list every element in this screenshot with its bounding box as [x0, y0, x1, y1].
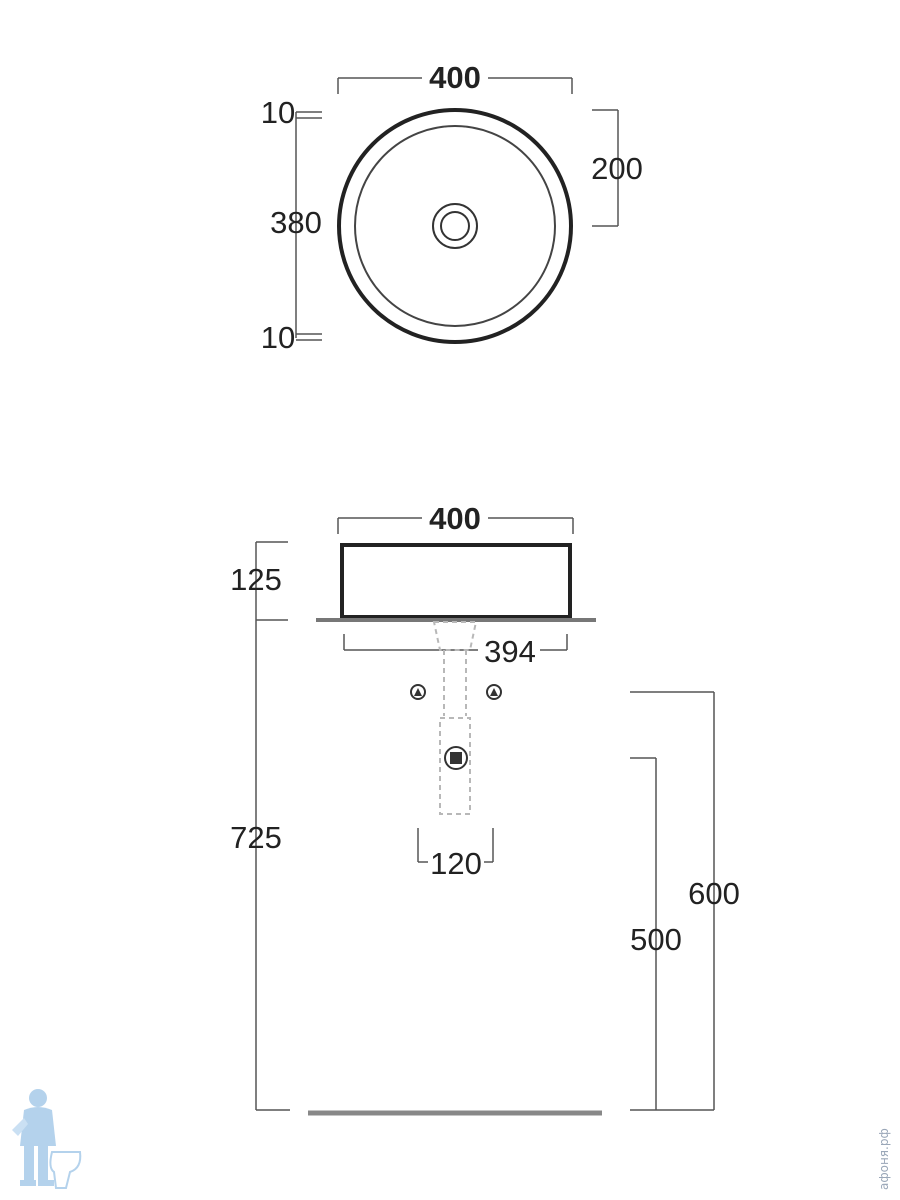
inner-diameter-label: 380 [270, 205, 322, 240]
waste-spacing-dimension-line [417, 828, 494, 863]
top-width-dimension-line [337, 77, 573, 94]
right-valve-icon [486, 684, 502, 700]
waste-pipe [432, 621, 478, 815]
basin-height-dimension-line [255, 541, 288, 621]
overall-height-label: 725 [230, 820, 282, 855]
outlet-height-upper-label: 600 [688, 876, 740, 911]
drain-outer [432, 203, 478, 249]
front-width-dimension-line [337, 517, 574, 534]
front-view: 400 125 394 [230, 501, 740, 1116]
outlet-height-lower-dimension-line [630, 757, 657, 1110]
outlet-height-lower-label: 500 [630, 922, 682, 957]
basin-body [340, 543, 572, 619]
base-width-label: 394 [484, 634, 536, 669]
outlet-height-upper-dimension-line [630, 691, 715, 1111]
rim-bottom-label: 10 [261, 320, 295, 355]
rim-top-label: 10 [261, 95, 295, 130]
overall-height-dimension-line [255, 620, 290, 1111]
waste-spacing-label: 120 [430, 846, 482, 881]
wall-outlet-ring [444, 746, 468, 770]
front-width-label: 400 [429, 501, 481, 536]
left-valve-icon [410, 684, 426, 700]
drain-inner [440, 211, 470, 241]
top-width-label: 400 [429, 60, 481, 95]
radius-label: 200 [591, 151, 643, 186]
top-view: 400 10 380 10 200 [261, 60, 643, 355]
wall-outlet [450, 752, 462, 764]
basin-inner-rim [354, 125, 556, 327]
basin-outer-rim [337, 108, 573, 344]
top-depth-dimension-line [295, 111, 322, 341]
watermark-text: афоня.рф [877, 1128, 891, 1190]
basin-height-label: 125 [230, 562, 282, 597]
plumber-icon [12, 1089, 82, 1189]
top-radius-dimension-line [592, 109, 619, 227]
